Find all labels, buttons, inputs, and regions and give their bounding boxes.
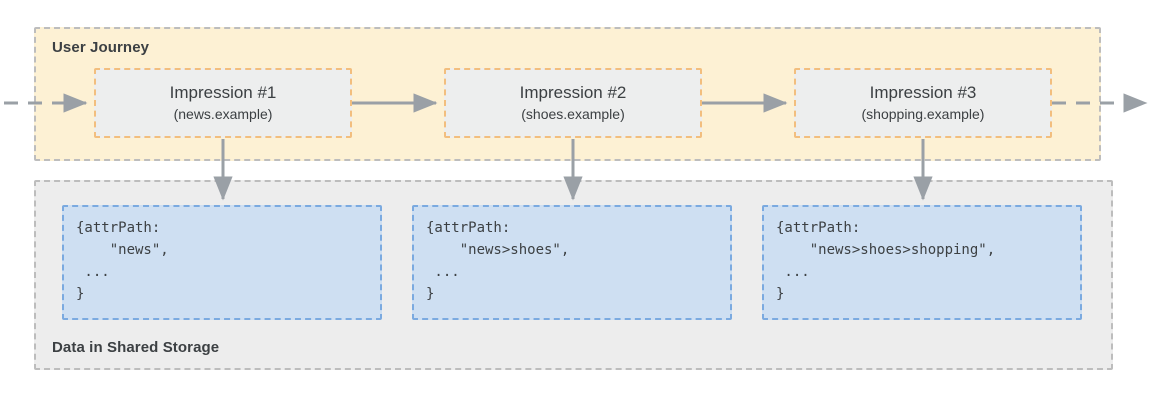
shared-storage-record-3: {attrPath: "news>shoes>shopping", ... } bbox=[762, 205, 1082, 320]
shared-storage-record-2: {attrPath: "news>shoes", ... } bbox=[412, 205, 732, 320]
impression-box-3: Impression #3 (shopping.example) bbox=[794, 68, 1052, 138]
shared-storage-label: Data in Shared Storage bbox=[52, 339, 220, 356]
impression-box-2: Impression #2 (shoes.example) bbox=[444, 68, 702, 138]
impression-site-2: (shoes.example) bbox=[521, 106, 625, 122]
impression-title-3: Impression #3 bbox=[869, 83, 977, 102]
shared-storage-record-1: {attrPath: "news", ... } bbox=[62, 205, 382, 320]
attrpath-code-2: {attrPath: "news>shoes", ... } bbox=[426, 220, 570, 302]
impression-site-3: (shopping.example) bbox=[861, 106, 985, 122]
attrpath-code-3: {attrPath: "news>shoes>shopping", ... } bbox=[776, 220, 996, 302]
user-journey-label: User Journey bbox=[52, 39, 150, 56]
attrpath-code-1: {attrPath: "news", ... } bbox=[76, 220, 169, 302]
impression-box-1: Impression #1 (news.example) bbox=[94, 68, 352, 138]
impression-title-2: Impression #2 bbox=[519, 83, 627, 102]
impression-site-1: (news.example) bbox=[173, 106, 273, 122]
impression-title-1: Impression #1 bbox=[169, 83, 277, 102]
